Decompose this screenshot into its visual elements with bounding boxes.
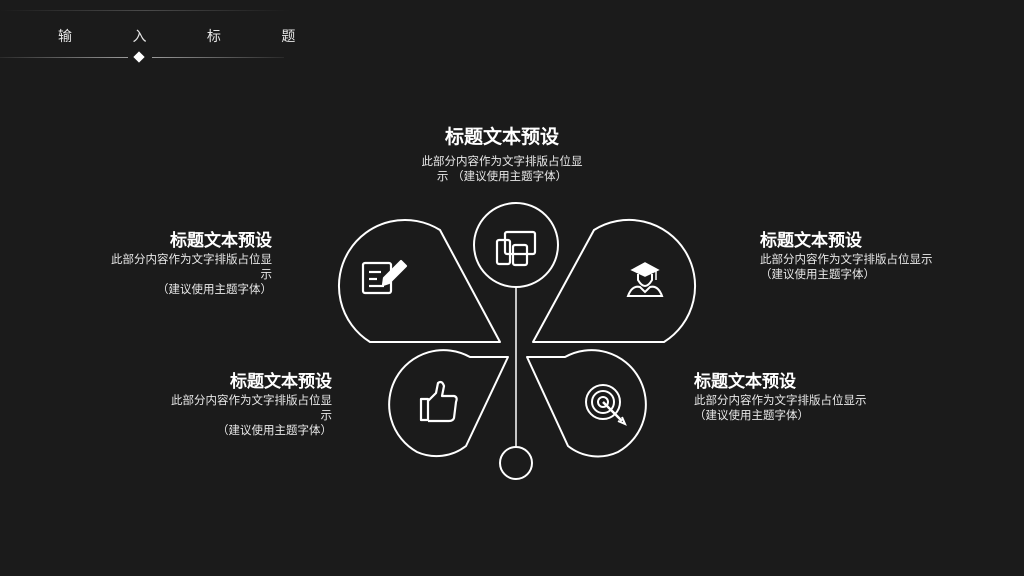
block-note: （建议使用主题字体） bbox=[157, 282, 272, 296]
block-title: 标题文本预设 bbox=[230, 372, 332, 392]
text-block-lower-right: 标题文本预设 此部分内容作为文字排版占位显示 （建议使用主题字体） bbox=[694, 371, 874, 423]
devices-icon bbox=[495, 230, 537, 267]
block-note: （建议使用主题字体） bbox=[694, 408, 809, 422]
text-block-upper-right: 标题文本预设 此部分内容作为文字排版占位显示 （建议使用主题字体） bbox=[760, 230, 940, 282]
block-title: 标题文本预设 bbox=[444, 126, 559, 148]
wing-lower-right bbox=[526, 349, 647, 458]
block-body: 此部分内容作为文字排版占位显示 bbox=[760, 252, 933, 266]
block-body: 此部分内容作为文字排版占位显示 （建议使用主题字体） bbox=[421, 154, 583, 183]
target-icon bbox=[585, 384, 627, 426]
body-tail-circle bbox=[499, 446, 533, 480]
block-body: 此部分内容作为文字排版占位显示 bbox=[111, 252, 272, 281]
edit-document-icon bbox=[361, 259, 408, 295]
text-block-lower-left: 标题文本预设 此部分内容作为文字排版占位显示 （建议使用主题字体） bbox=[160, 371, 332, 438]
block-note: （建议使用主题字体） bbox=[217, 423, 332, 437]
page-title: 输 入 标 题 bbox=[58, 29, 324, 45]
block-note: （建议使用主题字体） bbox=[760, 267, 875, 281]
wing-upper-right bbox=[532, 219, 697, 343]
block-body: 此部分内容作为文字排版占位显示 bbox=[171, 393, 332, 422]
top-rule bbox=[0, 10, 290, 11]
wing-lower-left bbox=[388, 349, 509, 458]
thumbs-up-icon bbox=[419, 380, 458, 423]
text-block-top: 标题文本预设 此部分内容作为文字排版占位显示 （建议使用主题字体） bbox=[384, 124, 620, 184]
block-title: 标题文本预设 bbox=[760, 231, 862, 251]
title-divider-right bbox=[152, 57, 284, 58]
graduate-icon bbox=[626, 262, 664, 297]
text-block-upper-left: 标题文本预设 此部分内容作为文字排版占位显示 （建议使用主题字体） bbox=[100, 230, 272, 297]
wing-upper-left bbox=[337, 219, 501, 343]
title-divider-left bbox=[0, 57, 128, 58]
block-title: 标题文本预设 bbox=[694, 372, 796, 392]
block-title: 标题文本预设 bbox=[170, 231, 272, 251]
block-body: 此部分内容作为文字排版占位显示 bbox=[694, 393, 867, 407]
